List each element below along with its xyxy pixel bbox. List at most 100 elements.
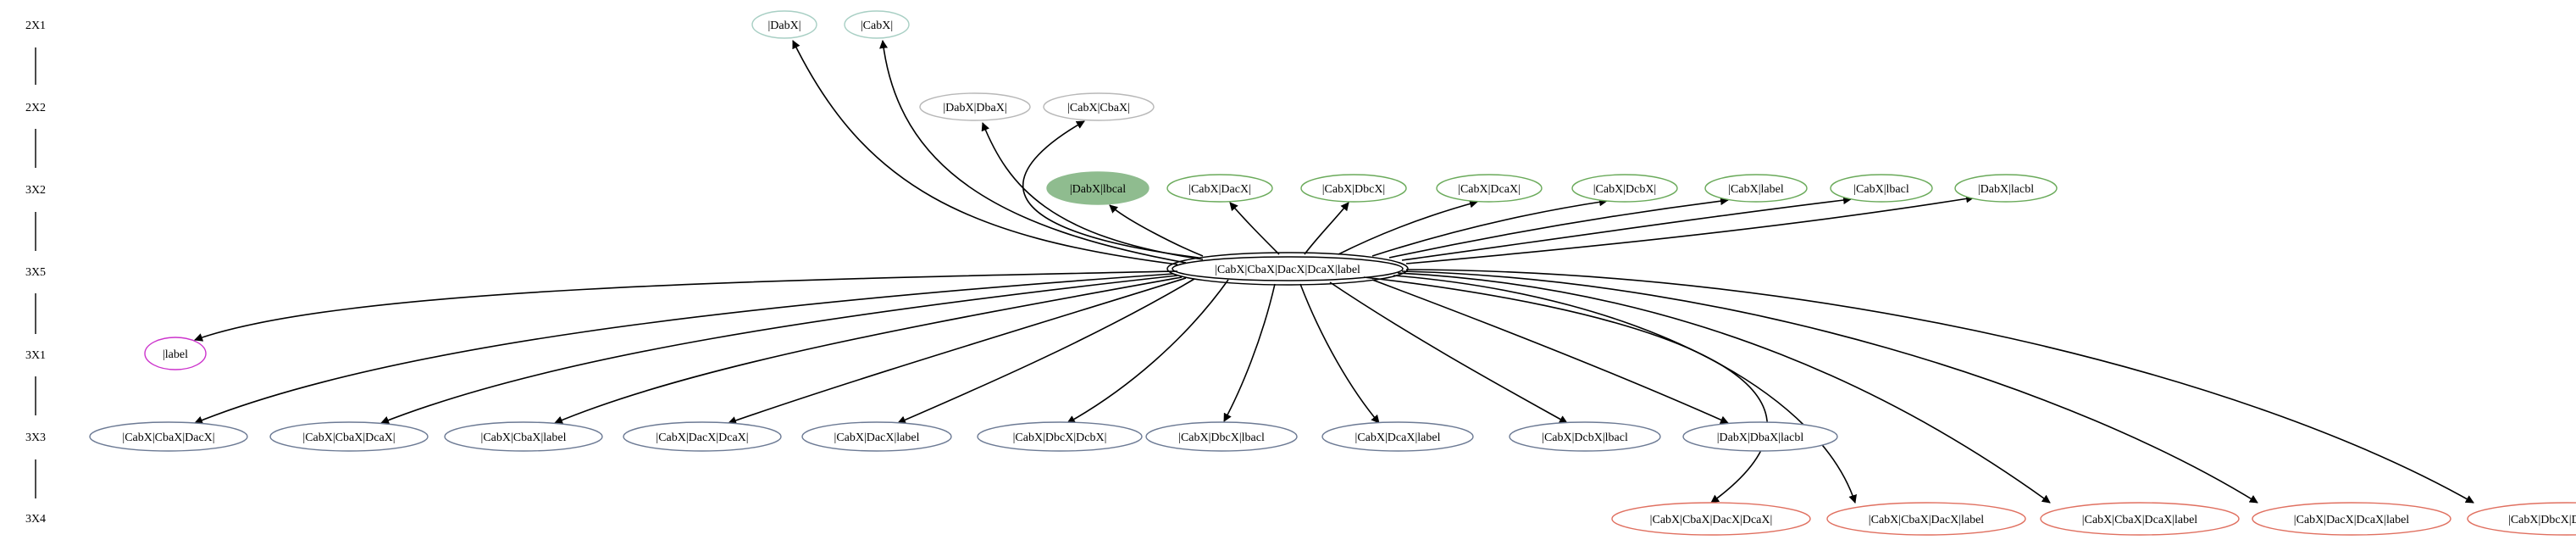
node-n17[interactable]: |CabX|DacX|DcaX| xyxy=(623,421,782,452)
edge-arrow-n10 xyxy=(1388,197,1729,259)
node-n14[interactable]: |CabX|CbaX|DacX| xyxy=(89,421,248,452)
node-n1[interactable]: |DabX| xyxy=(751,10,817,39)
center-node-inner-ring xyxy=(1172,256,1404,281)
node-label: |CabX|label xyxy=(1728,183,1784,196)
node-n19[interactable]: |CabX|DbcX|DcbX| xyxy=(977,421,1143,452)
node-n2[interactable]: |CabX| xyxy=(844,10,910,39)
node-ellipse xyxy=(1509,421,1661,452)
node-label: |CabX|DbcX|DcbX| xyxy=(1013,431,1107,444)
center-node-outer-ring xyxy=(1166,252,1409,286)
node-ellipse xyxy=(1611,502,1811,536)
edge-arrow-n27 xyxy=(1401,270,2258,504)
node-n28[interactable]: |CabX|DbcX|DcbX|lbacl xyxy=(2467,502,2576,536)
node-ellipse xyxy=(801,421,952,452)
node-ellipse xyxy=(751,10,817,39)
node-n5[interactable]: |DabX|lbcal xyxy=(1046,171,1150,205)
rank-label: 2X2 xyxy=(25,102,46,114)
node-n26[interactable]: |CabX|CbaX|DcaX|label xyxy=(2040,502,2240,536)
node-ellipse xyxy=(89,421,248,452)
node-ellipse xyxy=(1166,174,1273,203)
center-node-label: |CabX|CbaX|DacX|DcaX|label xyxy=(1215,264,1360,276)
node-ellipse xyxy=(2467,502,2576,536)
node-n12[interactable]: |DabX|lacbl xyxy=(1954,174,2058,203)
node-n3[interactable]: |DabX|DbaX| xyxy=(919,92,1031,121)
edge-arrow-n15 xyxy=(380,275,1178,425)
node-label: |CabX|CbaX|DacX|DcaX| xyxy=(1650,514,1773,526)
node-n8[interactable]: |CabX|DcaX| xyxy=(1436,174,1543,203)
node-label: |CabX|DbcX| xyxy=(1322,183,1386,196)
node-n20[interactable]: |CabX|DbcX|lbacl xyxy=(1145,421,1298,452)
node-n10[interactable]: |CabX|label xyxy=(1704,174,1808,203)
edge-arrow-n4 xyxy=(1022,120,1199,259)
edge-arrow-n24 xyxy=(1363,276,1768,504)
node-label: |CabX|DcaX| xyxy=(1458,183,1521,196)
node-label: |CabX|CbaX|DcaX| xyxy=(302,431,395,444)
node-n7[interactable]: |CabX|DbcX| xyxy=(1300,174,1407,203)
node-label: |CabX|CbaX| xyxy=(1067,102,1130,114)
edge-arrow-n23 xyxy=(1371,279,1729,424)
node-label: |CabX|DbcX|lbacl xyxy=(1178,431,1265,444)
edge-arrow-n26 xyxy=(1397,272,2051,504)
node-ellipse xyxy=(1954,174,2058,203)
node-n24[interactable]: |CabX|CbaX|DacX|DcaX| xyxy=(1611,502,1811,536)
edge-arrow-n3 xyxy=(981,122,1204,260)
node-label: |CabX|DbcX|DcbX|lbacl xyxy=(2508,514,2576,526)
node-n6[interactable]: |CabX|DacX| xyxy=(1166,174,1273,203)
node-n23[interactable]: |DabX|DbaX|lacbl xyxy=(1682,421,1838,452)
rank-label: 3X2 xyxy=(25,184,46,197)
edge-arrow-n5 xyxy=(1109,204,1204,257)
node-ellipse xyxy=(1043,92,1155,121)
node-label: |CabX|DcbX| xyxy=(1593,183,1657,196)
rank-label: 3X1 xyxy=(25,349,46,362)
edge-arrow-n17 xyxy=(728,277,1187,425)
edge-arrow-n19 xyxy=(1066,279,1229,424)
node-label: |CabX|DacX| xyxy=(1188,183,1251,196)
node-n9[interactable]: |CabX|DcbX| xyxy=(1571,174,1678,203)
edge-arrow-n16 xyxy=(554,276,1183,425)
node-ellipse xyxy=(1046,171,1150,205)
node-n22[interactable]: |CabX|DcbX|lbacl xyxy=(1509,421,1661,452)
node-n15[interactable]: |CabX|CbaX|DcaX| xyxy=(269,421,429,452)
node-ellipse xyxy=(1145,421,1298,452)
rank-label: 3X3 xyxy=(25,431,46,444)
edge-arrow-n25 xyxy=(1393,275,1857,504)
edge-arrow-n13 xyxy=(194,270,1178,342)
node-ellipse xyxy=(1682,421,1838,452)
edge-arrow-n22 xyxy=(1329,281,1568,424)
node-ellipse xyxy=(1704,174,1808,203)
node-label: |CabX|CbaX|DacX|label xyxy=(1869,514,1985,526)
edge-arrow-n6 xyxy=(1229,202,1280,255)
edge-arrow-n21 xyxy=(1299,283,1380,424)
node-ellipse xyxy=(2040,502,2240,536)
node-label: |DabX|lbcal xyxy=(1070,183,1126,196)
node-n18[interactable]: |CabX|DacX|label xyxy=(801,421,952,452)
edge-arrow-n14 xyxy=(194,273,1174,425)
node-label: |DabX|DbaX| xyxy=(943,102,1006,114)
node-label: |DabX|lacbl xyxy=(1978,183,2034,196)
node-n21[interactable]: |CabX|DcaX|label xyxy=(1321,421,1474,452)
rank-axis: 2X1 2X2 3X2 3X5 3X1 3X3 3X4 xyxy=(25,19,46,526)
edge-arrow-n28 xyxy=(1405,269,2474,504)
node-n27[interactable]: |CabX|DacX|DcaX|label xyxy=(2252,502,2451,536)
node-label: |DabX|DbaX|lacbl xyxy=(1717,431,1804,444)
node-n13[interactable]: |label xyxy=(144,337,207,370)
node-ellipse xyxy=(1826,502,2026,536)
edge-arrow-n8 xyxy=(1338,199,1478,255)
edge-arrow-n9 xyxy=(1371,198,1608,257)
node-ellipse xyxy=(844,10,910,39)
rank-label: 3X4 xyxy=(25,513,46,526)
center-node[interactable]: |CabX|CbaX|DacX|DcaX|label xyxy=(1166,252,1409,286)
node-ellipse xyxy=(444,421,603,452)
edge-arrow-n1 xyxy=(792,40,1178,265)
edge-arrow-n2 xyxy=(879,40,1187,264)
node-ellipse xyxy=(1300,174,1407,203)
node-n25[interactable]: |CabX|CbaX|DacX|label xyxy=(1826,502,2026,536)
node-label: |CabX|CbaX|DacX| xyxy=(122,431,214,444)
edge-arrow-n11 xyxy=(1401,196,1852,261)
node-n4[interactable]: |CabX|CbaX| xyxy=(1043,92,1155,121)
node-ellipse xyxy=(1830,174,1933,203)
node-ellipse xyxy=(144,337,207,370)
node-label: |CabX|DacX|DcaX|label xyxy=(2294,514,2409,526)
node-n16[interactable]: |CabX|CbaX|label xyxy=(444,421,603,452)
node-n11[interactable]: |CabX|lbacl xyxy=(1830,174,1933,203)
